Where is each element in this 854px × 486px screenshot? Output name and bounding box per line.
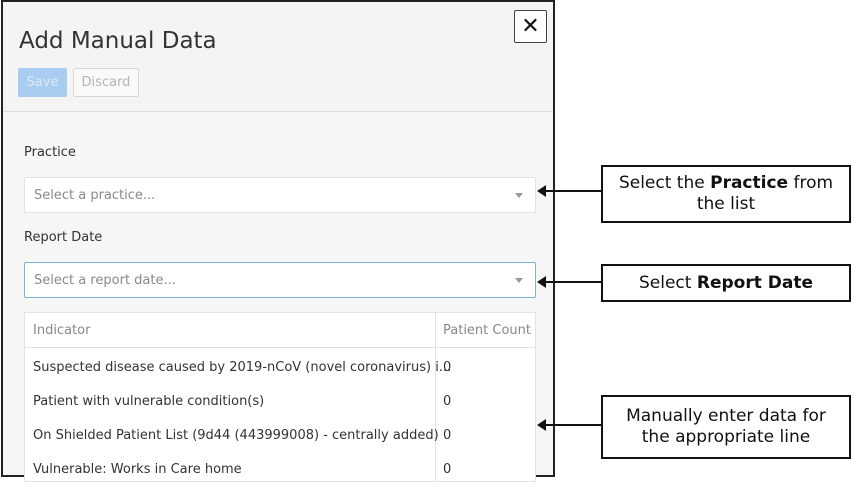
patient-count-cell[interactable]: 0 [443, 461, 452, 477]
practice-placeholder: Select a practice... [34, 187, 156, 203]
close-icon: ✕ [521, 14, 540, 39]
table-row: On Shielded Patient List (9d44 (44399900… [25, 418, 535, 452]
header-divider [25, 347, 535, 348]
dialog-header: Add Manual Data ✕ Save Discard [3, 2, 553, 112]
patient-count-header: Patient Count [443, 322, 532, 338]
callout-practice-line1: Select the Practice from [618, 173, 834, 193]
indicator-cell: Suspected disease caused by 2019-nCoV (n… [33, 359, 452, 375]
patient-count-cell[interactable]: 0 [443, 393, 452, 409]
discard-button[interactable]: Discard [73, 68, 139, 97]
save-button[interactable]: Save [18, 68, 67, 97]
column-divider [435, 313, 436, 481]
callout-manual-line2: the appropriate line [641, 427, 811, 447]
chevron-down-icon [515, 278, 523, 283]
indicator-cell: On Shielded Patient List (9d44 (44399900… [33, 427, 439, 443]
callout-manual-entry: Manually enter data for the appropriate … [601, 395, 851, 459]
patient-count-cell[interactable]: 0 [443, 359, 452, 375]
indicator-cell: Vulnerable: Works in Care home [33, 461, 242, 477]
indicator-header: Indicator [33, 322, 91, 338]
callout-practice-line2: the list [696, 194, 756, 214]
indicator-cell: Patient with vulnerable condition(s) [33, 393, 265, 409]
indicator-table: Indicator Patient Count Suspected diseas… [24, 312, 536, 482]
table-row: Suspected disease caused by 2019-nCoV (n… [25, 350, 535, 384]
practice-label: Practice [24, 145, 76, 160]
callout-report-date: Select Report Date [601, 264, 851, 302]
add-manual-data-dialog: Add Manual Data ✕ Save Discard Practice … [1, 0, 555, 482]
callout-practice: Select the Practice from the list [601, 165, 851, 223]
practice-select[interactable]: Select a practice... [24, 177, 536, 213]
report-date-select[interactable]: Select a report date... [24, 262, 536, 298]
chevron-down-icon [515, 193, 523, 198]
table-row: Patient with vulnerable condition(s) 0 [25, 384, 535, 418]
arrow-to-table [537, 419, 601, 431]
arrow-to-report-date [537, 276, 601, 288]
dialog-title: Add Manual Data [19, 28, 217, 54]
table-row: Vulnerable: Works in Care home 0 [25, 452, 535, 486]
close-button[interactable]: ✕ [514, 10, 547, 43]
callout-report-date-line1: Select Report Date [639, 272, 813, 293]
arrow-to-practice [537, 185, 601, 197]
patient-count-cell[interactable]: 0 [443, 427, 452, 443]
report-date-placeholder: Select a report date... [34, 272, 176, 288]
report-date-label: Report Date [24, 230, 103, 245]
table-header-row: Indicator Patient Count [25, 313, 535, 347]
callout-manual-line1: Manually enter data for [626, 406, 826, 426]
